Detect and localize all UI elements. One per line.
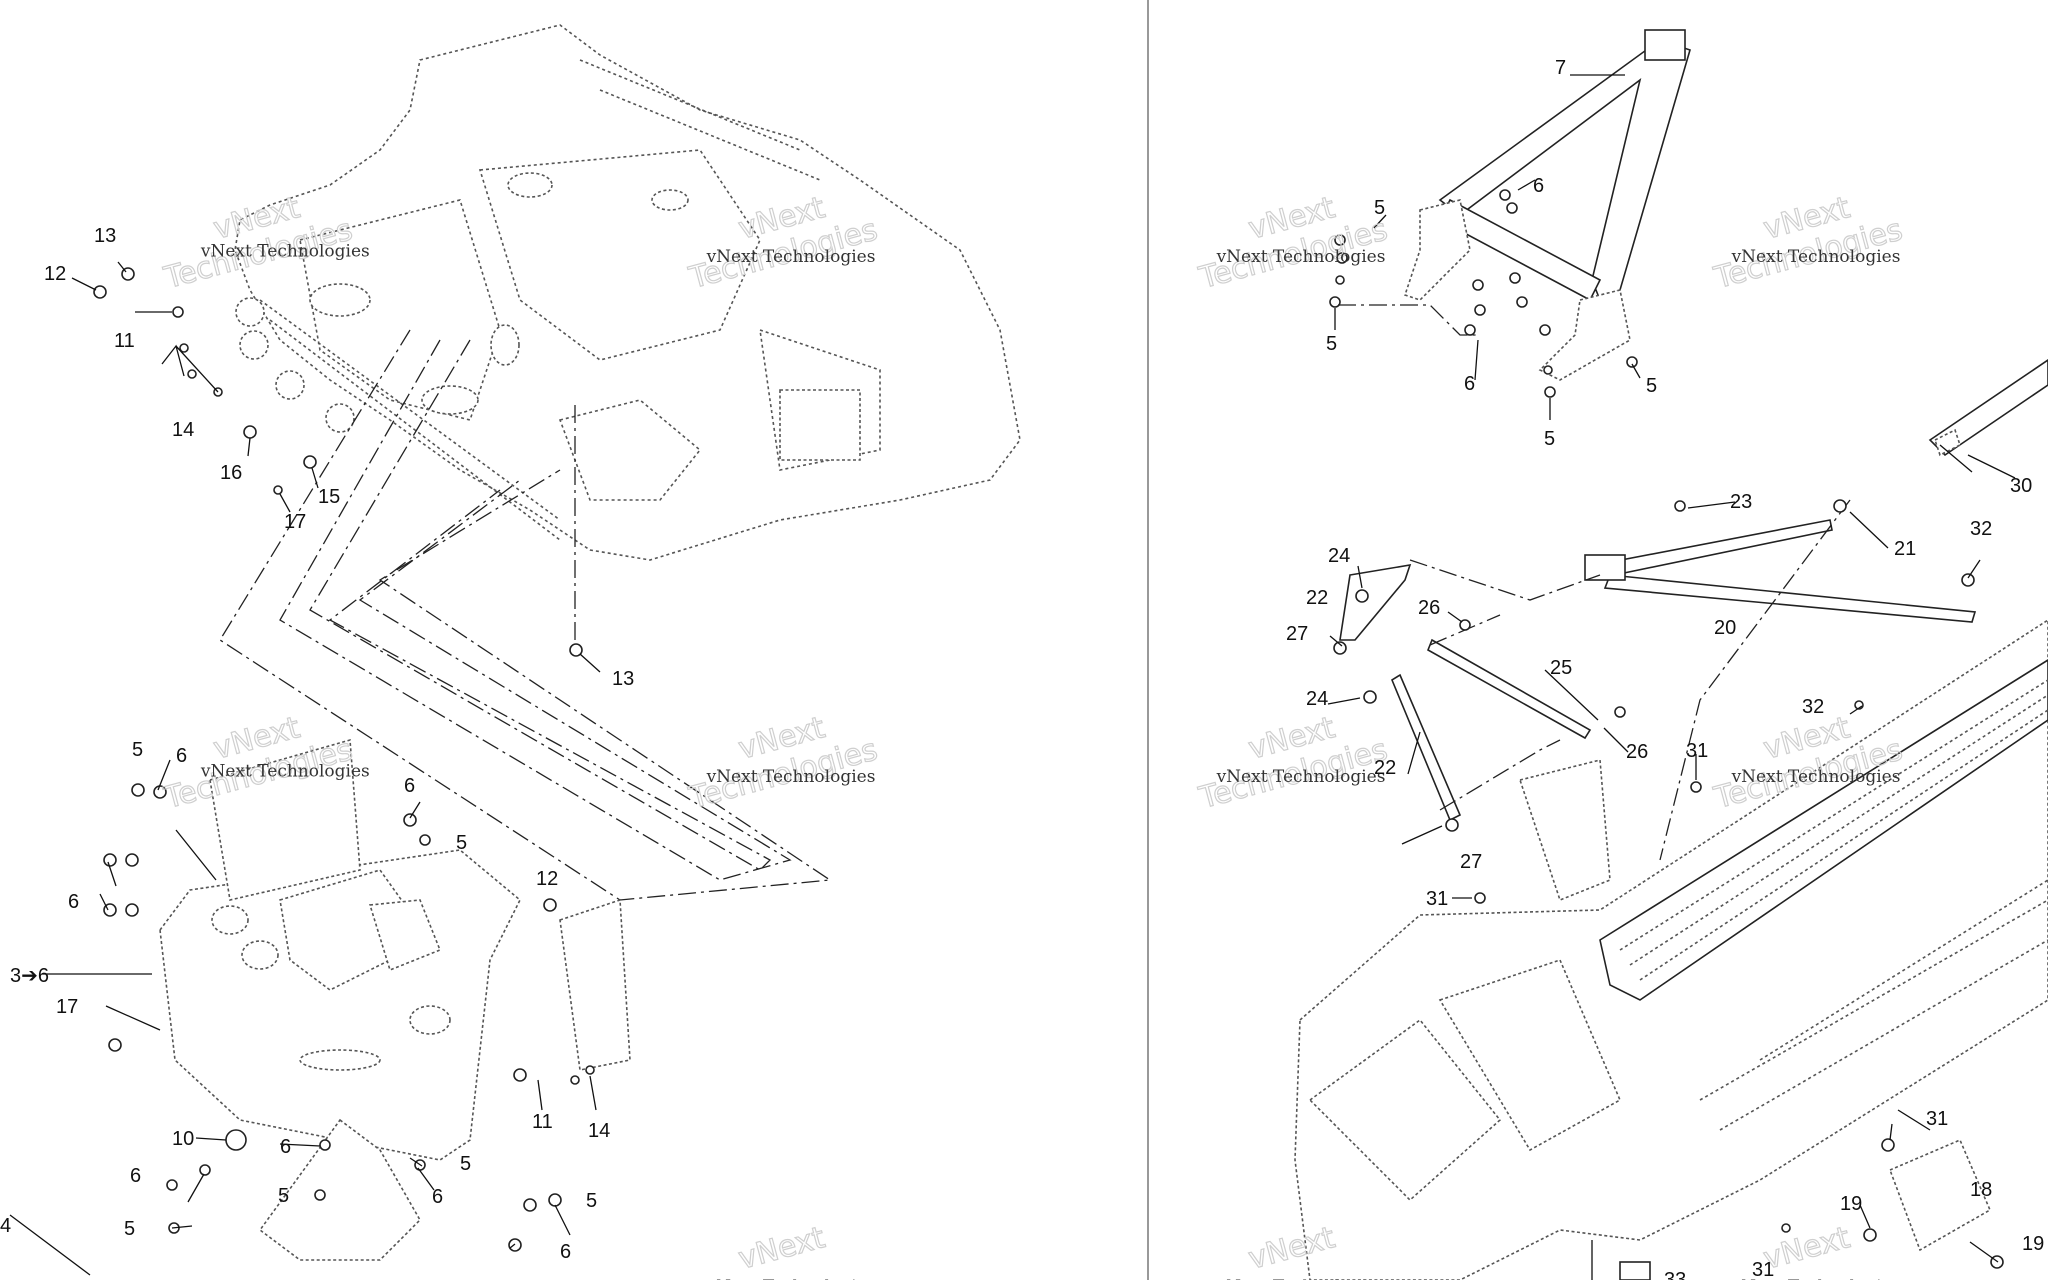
a-arm-assembly (1403, 29, 1691, 381)
callout-label: 22 (1374, 757, 1396, 779)
callout-label: 31 (1686, 740, 1708, 762)
callout-label: 5 (278, 1185, 289, 1207)
svg-text:vNext Technologies: vNext Technologies (1216, 1277, 1386, 1280)
watermark-4: Technologies vNext vNext Technologies (684, 710, 881, 817)
left-leader-lines (9, 261, 601, 1276)
callout-label: 6 (560, 1241, 571, 1263)
svg-text:vNext Technologies: vNext Technologies (1216, 247, 1386, 267)
callout-label: 24 (1306, 688, 1328, 710)
svg-text:vNext Technologies: vNext Technologies (1731, 767, 1901, 787)
callout-label: 31 (1426, 888, 1448, 910)
callout-label: 12 (44, 263, 66, 285)
callout-label: 18 (1970, 1179, 1992, 1201)
callout-label: 20 (1714, 617, 1736, 639)
callout-label: 11 (114, 330, 135, 352)
right-leader-lines (1327, 74, 2016, 1263)
callout-label: 33 (1664, 1269, 1686, 1280)
svg-text:vNext Technologies: vNext Technologies (200, 762, 370, 782)
callout-label: 6 (432, 1186, 443, 1208)
callout-label: 17 (56, 996, 78, 1018)
watermark-8: Technologies vNext vNext Technologies (1194, 710, 1391, 817)
callout-label: 5 (1544, 428, 1555, 450)
callout-label: 31 (1926, 1108, 1948, 1130)
callout-label: 22 (1306, 587, 1328, 609)
callout-label: 27 (1286, 623, 1308, 645)
callout-label: 5 (586, 1190, 597, 1212)
svg-text:vNext Technologies: vNext Technologies (706, 247, 876, 267)
callout-label: 32 (1802, 696, 1824, 718)
callout-label: 6 (404, 775, 415, 797)
callout-label: 6 (1533, 175, 1544, 197)
watermark-7: Technologies vNext vNext Technologies (1709, 190, 1906, 297)
callout-label: 13 (612, 668, 634, 690)
callout-label: 14 (172, 419, 194, 441)
svg-text:vNext Technologies: vNext Technologies (1216, 767, 1386, 787)
routing-lines (219, 329, 832, 901)
watermark-5: vNext vNext Technologies (706, 1220, 876, 1280)
upper-frame-assembly (234, 24, 1021, 561)
callout-label: 6 (1464, 373, 1475, 395)
callout-label: 5 (1374, 197, 1385, 219)
callout-label: 5 (1646, 375, 1657, 397)
callout-label: 26 (1418, 597, 1440, 619)
svg-text:vNext Technologies: vNext Technologies (200, 242, 370, 262)
callout-label: 32 (1970, 518, 1992, 540)
lower-bracket-assembly (103, 738, 631, 1261)
callout-label: 10 (172, 1128, 194, 1150)
callout-label: 27 (1460, 851, 1482, 873)
callout-label: 7 (1555, 57, 1566, 79)
callout-label: 23 (1730, 491, 1752, 513)
svg-text:vNext Technologies: vNext Technologies (706, 767, 876, 787)
callout-label: 25 (1550, 657, 1572, 679)
callout-label: 26 (1626, 741, 1648, 763)
svg-text:vNext Technologies: vNext Technologies (1731, 247, 1901, 267)
upper-left-hardware (93, 267, 583, 657)
callout-label: 31 (1752, 1259, 1774, 1280)
callout-label: 6 (68, 891, 79, 913)
watermark-6: Technologies vNext vNext Technologies (1194, 190, 1391, 297)
track-frame-assembly (1294, 359, 2048, 1280)
a-arm-hardware (1329, 189, 1638, 398)
callout-label: 3➔6 (10, 965, 49, 987)
svg-text:vNext: vNext (735, 1220, 829, 1277)
callout-label: 17 (284, 511, 306, 533)
callout-label: 19 (1840, 1193, 1862, 1215)
callout-label: 5 (124, 1218, 135, 1240)
callout-label: 5 (132, 739, 143, 761)
callouts-right: 7 6 5 5 6 5 5 23 21 32 30 24 22 20 26 27… (1286, 57, 2044, 1280)
shock-hardware (1333, 499, 1975, 904)
callout-label: 11 (532, 1111, 553, 1133)
callout-label: 4 (0, 1215, 11, 1237)
callout-label: 16 (220, 462, 242, 484)
callouts-left: 13 12 11 14 16 15 17 13 5 6 6 5 6 3➔6 17… (0, 225, 634, 1263)
callout-label: 19 (2022, 1233, 2044, 1255)
callout-label: 5 (456, 832, 467, 854)
callout-label: 24 (1328, 545, 1350, 567)
svg-text:vNext Technologies: vNext Technologies (706, 1277, 876, 1280)
callout-label: 5 (460, 1153, 471, 1175)
shock-rods (1339, 499, 1977, 861)
callout-label: 14 (588, 1120, 610, 1142)
callout-label: 6 (176, 745, 187, 767)
callout-label: 6 (280, 1136, 291, 1158)
callout-label: 15 (318, 486, 340, 508)
callout-label: 30 (2010, 475, 2032, 497)
callout-label: 13 (94, 225, 116, 247)
callout-label: 6 (130, 1165, 141, 1187)
watermark-11: vNext vNext Technologies (1731, 1220, 1901, 1280)
callout-label: 21 (1894, 538, 1916, 560)
callout-label: 5 (1326, 333, 1337, 355)
svg-text:vNext Technologies: vNext Technologies (1731, 1277, 1901, 1280)
callout-label: 12 (536, 868, 558, 890)
watermark-2: Technologies vNext vNext Technologies (684, 190, 881, 297)
